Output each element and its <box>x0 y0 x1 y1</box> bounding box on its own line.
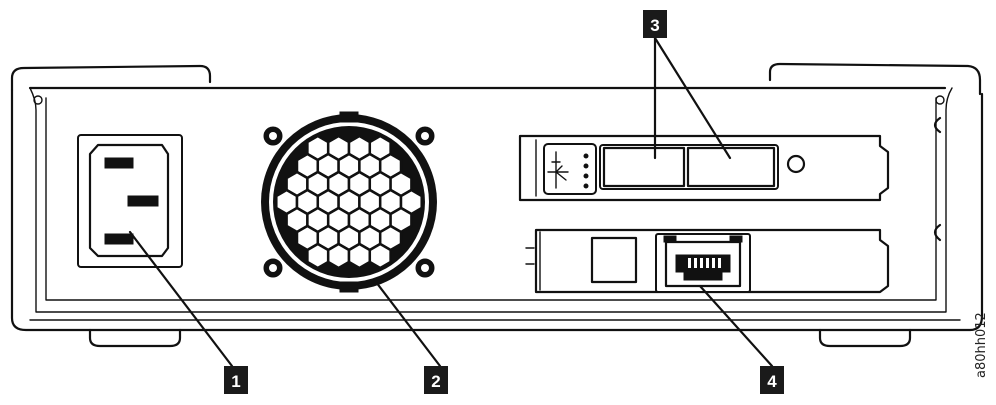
sas-icon <box>547 151 589 189</box>
callout-3: 3 <box>643 10 667 38</box>
grille-cell <box>368 242 392 270</box>
grille-cell <box>347 242 372 270</box>
svg-text:4: 4 <box>767 372 777 391</box>
enclosure <box>10 62 984 348</box>
sas-ports <box>599 144 779 190</box>
ethernet-card <box>525 228 890 294</box>
figure-id: a80hh012 <box>974 312 989 378</box>
leader-lines <box>128 36 774 368</box>
grille-cell <box>326 242 351 270</box>
callout-2: 2 <box>424 366 448 394</box>
fan-grille <box>275 134 423 270</box>
power-connector <box>77 134 183 268</box>
svg-text:2: 2 <box>431 372 440 391</box>
ethernet-port <box>655 233 751 293</box>
cooling-fan <box>261 111 437 293</box>
sas-port-card <box>518 134 890 202</box>
callout-4: 4 <box>760 366 784 394</box>
svg-text:3: 3 <box>650 16 659 35</box>
grille-cell <box>306 242 330 270</box>
svg-text:1: 1 <box>231 372 240 391</box>
callout-1: 1 <box>224 366 248 394</box>
